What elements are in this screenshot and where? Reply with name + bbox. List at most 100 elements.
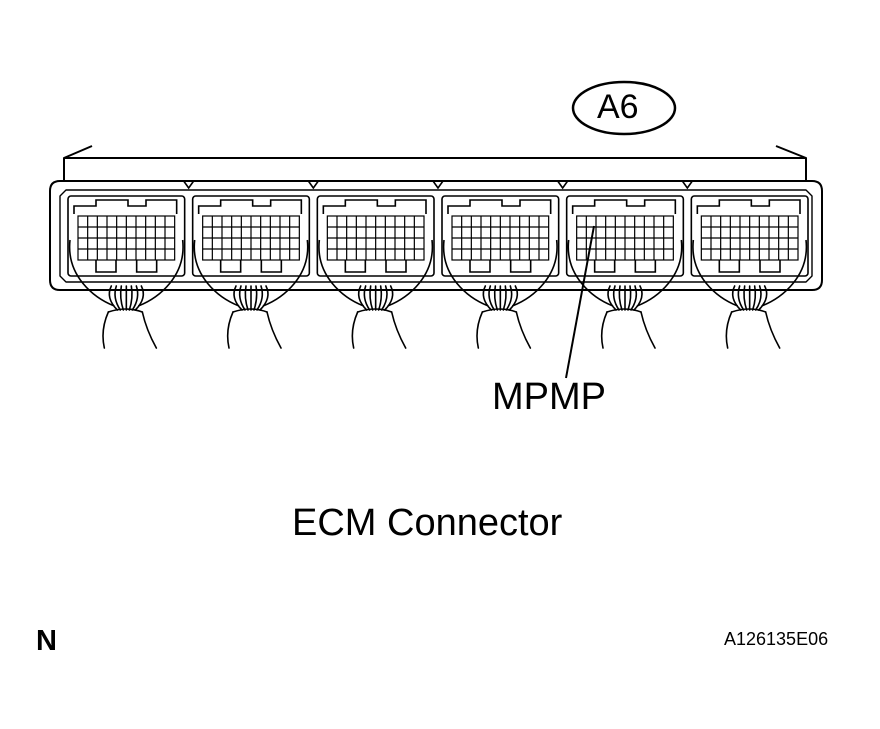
terminal-grid <box>202 215 300 261</box>
wire-sleeve <box>600 311 656 349</box>
wire-strand <box>253 285 258 311</box>
connector-latch <box>197 199 303 214</box>
connector-shell <box>690 195 809 277</box>
housing-top-bracket <box>63 157 807 182</box>
connector-notch <box>557 180 569 190</box>
wire-strand <box>357 285 368 311</box>
connector-notch <box>307 180 319 190</box>
wire-strand <box>505 285 513 311</box>
connector-id-ellipse <box>571 80 677 136</box>
terminal-label-mpmp: MPMP <box>492 376 606 418</box>
connector-shell <box>67 195 186 277</box>
connector-key-slot <box>344 260 367 273</box>
connector-key-slot <box>634 260 657 273</box>
terminal-grid <box>451 215 550 261</box>
bracket-right-tab <box>775 145 807 159</box>
harness-boot <box>692 239 808 307</box>
wire-strand <box>488 285 496 311</box>
wire-strand <box>630 285 638 311</box>
wire-strand <box>369 285 374 311</box>
wire-strand <box>259 285 269 311</box>
connector-row <box>67 180 809 307</box>
housing-outline <box>49 180 823 291</box>
harness-boot <box>442 239 558 307</box>
connector-notch <box>681 180 693 190</box>
connector-latch <box>571 199 677 214</box>
wire-bundle-6 <box>725 285 781 349</box>
wire-strand <box>508 285 519 311</box>
wire-harness-group <box>102 285 781 349</box>
harness-boot <box>193 239 309 307</box>
connector-key-slot <box>260 260 283 273</box>
wire-sleeve <box>226 311 282 349</box>
harness-boot <box>68 239 184 307</box>
connector-notch <box>432 180 444 190</box>
connector-1 <box>67 195 186 307</box>
wire-strand <box>238 285 246 311</box>
view-mark: N <box>36 625 57 657</box>
wire-sleeve-top <box>606 308 642 313</box>
wire-strand <box>380 285 388 311</box>
diagram-caption: ECM Connector <box>292 502 563 544</box>
connector-key-slot <box>219 260 242 273</box>
connector-key-slot <box>469 260 491 273</box>
bracket-left-tab <box>63 145 93 159</box>
harness-boot <box>318 239 434 307</box>
connector-key-slot <box>509 260 532 273</box>
wire-bundle-3 <box>351 285 407 349</box>
wire-sleeve <box>102 311 158 349</box>
connector-3 <box>307 180 435 307</box>
connector-key-slot <box>385 260 407 273</box>
wire-bundle-4 <box>476 285 532 349</box>
wire-sleeve-top <box>356 308 393 313</box>
wire-sleeve-top <box>481 308 518 313</box>
wire-strand <box>128 285 133 311</box>
wire-bundle-2 <box>226 285 282 349</box>
connector-shell <box>441 195 560 277</box>
mpmp-leader-line <box>565 225 595 379</box>
wire-strand <box>108 285 119 311</box>
wire-strand <box>119 285 125 311</box>
connector-shell <box>191 195 311 277</box>
terminal-grid <box>700 215 799 261</box>
terminal-grid <box>326 215 425 261</box>
connector-shell <box>565 195 685 277</box>
connector-4 <box>432 180 560 307</box>
connector-2 <box>183 180 311 307</box>
connector-id-label: A6 <box>597 88 639 126</box>
wire-strand <box>377 285 383 311</box>
wire-strand <box>256 285 264 311</box>
wire-strand <box>114 285 122 311</box>
wire-strand <box>493 285 499 311</box>
wire-strand <box>618 285 623 311</box>
connector-latch <box>447 199 552 214</box>
housing-inner-outline <box>59 189 813 283</box>
wire-sleeve <box>476 311 532 349</box>
connector-key-slot <box>95 260 117 273</box>
wire-sleeve-top <box>232 308 268 313</box>
wire-sleeve-top <box>730 308 767 313</box>
wire-strand <box>383 285 394 311</box>
wire-bundle-1 <box>102 285 158 349</box>
wire-strand <box>757 285 768 311</box>
wire-strand <box>627 285 632 311</box>
wire-sleeve <box>351 311 407 349</box>
wire-strand <box>131 285 139 311</box>
connector-notch <box>183 180 195 190</box>
connector-6 <box>681 180 809 307</box>
wire-strand <box>482 285 493 311</box>
wire-strand <box>607 285 617 311</box>
ecm-housing <box>49 145 823 291</box>
harness-boot <box>567 239 683 307</box>
wire-strand <box>751 285 757 311</box>
figure-code: A126135E06 <box>724 629 829 649</box>
connector-latch <box>322 199 427 214</box>
wire-strand <box>737 285 745 311</box>
connector-key-slot <box>593 260 616 273</box>
wire-strand <box>363 285 371 311</box>
wire-strand <box>233 285 243 311</box>
wire-strand <box>633 285 643 311</box>
connector-5 <box>557 180 685 307</box>
wire-sleeve-top <box>107 308 144 313</box>
